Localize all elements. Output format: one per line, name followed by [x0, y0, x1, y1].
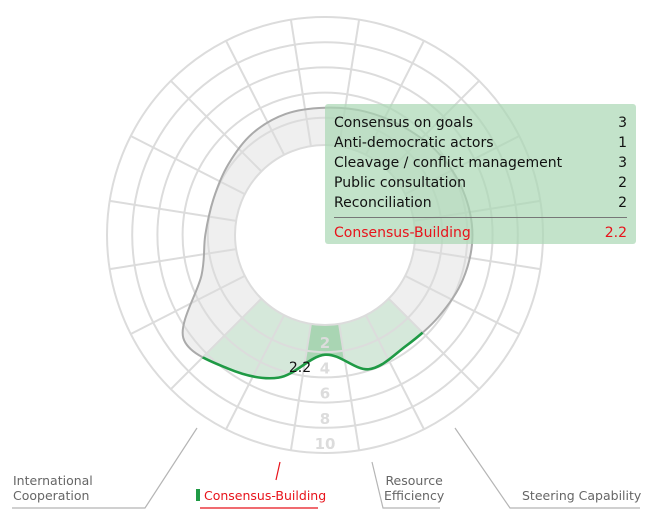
grid-spoke [130, 135, 246, 196]
hover-value-label: 2.2 [289, 360, 311, 376]
grid-spoke [225, 40, 286, 156]
grid-spoke [289, 323, 312, 451]
ring-tick-label: 2 [320, 334, 330, 352]
tooltip-row: Public consultation 2 [334, 173, 627, 193]
category-label-resource-efficiency[interactable]: Resource Efficiency [384, 473, 444, 503]
tooltip-divider [334, 217, 627, 218]
grid-spoke [130, 274, 246, 335]
ring-tick-label: 4 [320, 359, 330, 377]
tooltip-row: Cleavage / conflict management 3 [334, 153, 627, 173]
tooltip-row-name: Reconciliation [334, 195, 432, 211]
outline-highlighted [181, 235, 474, 380]
grid-spoke [109, 248, 237, 271]
category-leader-line [275, 461, 281, 481]
tooltip-row: Reconciliation 2 [334, 193, 627, 213]
grid-spoke [364, 314, 425, 430]
tooltip-row: Anti-democratic actors 1 [334, 133, 627, 153]
category-label-consensus-building[interactable]: Consensus-Building [196, 488, 326, 503]
grid-spoke [225, 314, 286, 430]
grid-spoke [404, 274, 520, 335]
tooltip-row-value: 1 [618, 135, 627, 151]
tooltip: Consensus on goals 3 Anti-democratic acto… [325, 104, 636, 244]
category-leader-line [12, 427, 198, 509]
tooltip-row-value: 3 [618, 115, 627, 131]
tooltip-summary-name: Consensus-Building [334, 225, 471, 241]
grid-spoke [289, 19, 312, 147]
category-leader-line [371, 461, 440, 509]
label-line: Resource [385, 473, 443, 488]
grid-spoke [170, 80, 263, 173]
grid-spoke [338, 323, 361, 451]
label-line: Efficiency [384, 488, 445, 503]
grid-spoke [387, 297, 480, 390]
grid-spoke [170, 297, 263, 390]
label-text: Consensus-Building [204, 488, 327, 503]
tooltip-summary-value: 2.2 [604, 225, 627, 241]
tooltip-row-value: 2 [618, 175, 627, 191]
tooltip-row-value: 2 [618, 195, 627, 211]
grid-spoke [413, 248, 541, 271]
category-leader-line [454, 427, 640, 509]
tooltip-row-name: Consensus on goals [334, 115, 474, 131]
grid-spoke [109, 199, 237, 222]
ring-tick-label: 10 [315, 435, 336, 453]
tooltip-row-name: Public consultation [334, 175, 466, 191]
tooltip-row: Consensus on goals 3 [334, 113, 627, 133]
category-label-steering-capability[interactable]: Steering Capability [522, 488, 642, 503]
label-line: Cooperation [13, 488, 90, 503]
ring-tick-label: 8 [320, 410, 330, 428]
category-label-international-cooperation[interactable]: International Cooperation [13, 473, 93, 503]
label-line: International [13, 473, 93, 488]
tooltip-row-value: 3 [618, 155, 627, 171]
tooltip-summary: Consensus-Building 2.2 [334, 223, 627, 243]
legend-marker-icon [196, 489, 200, 501]
ring-tick-label: 6 [320, 385, 330, 403]
tooltip-row-name: Anti-democratic actors [334, 135, 494, 151]
tooltip-row-name: Cleavage / conflict management [334, 155, 563, 171]
